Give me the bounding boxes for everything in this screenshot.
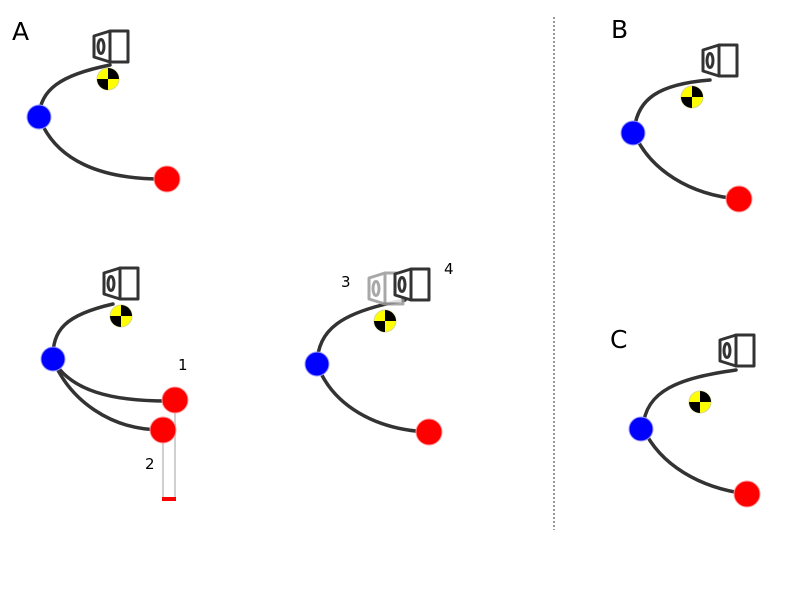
annotation-4: 4 [444, 260, 454, 278]
ground-marker [162, 497, 176, 501]
lower-rope-2 [51, 358, 164, 432]
end-ball [733, 480, 761, 508]
crash-target-icon [373, 309, 397, 333]
anchor-ball [628, 416, 654, 442]
camera-icon [102, 266, 140, 301]
panel-b [620, 43, 753, 213]
panel-label-c: C [610, 325, 627, 354]
panel-label-a: A [12, 17, 29, 46]
annotation-3: 3 [341, 273, 351, 291]
camera-icon [701, 43, 739, 78]
panel-a3: 3 4 [304, 260, 454, 446]
anchor-ball [26, 104, 52, 130]
end-ball [153, 165, 181, 193]
end-ball [725, 185, 753, 213]
crash-target-icon [688, 390, 712, 414]
annotation-2: 2 [145, 455, 155, 473]
panel-a2: 1 2 [40, 266, 189, 501]
panel-c [628, 333, 761, 508]
annotation-1: 1 [178, 356, 188, 374]
upper-rope [641, 368, 738, 430]
crash-target-icon [680, 85, 704, 109]
lower-rope [37, 115, 169, 181]
anchor-ball [304, 351, 330, 377]
lower-rope [632, 131, 741, 201]
lower-rope [315, 362, 431, 434]
anchor-ball [40, 346, 66, 372]
panel-label-b: B [611, 15, 628, 44]
crash-target-icon [109, 304, 133, 328]
upper-rope [315, 298, 407, 366]
lower-rope-1 [51, 358, 176, 403]
end-ball [415, 418, 443, 446]
end-ball-2 [149, 416, 177, 444]
end-ball-1 [161, 386, 189, 414]
anchor-ball [620, 120, 646, 146]
camera-icon [393, 267, 431, 302]
camera-icon [718, 333, 756, 368]
panel-a1 [26, 29, 181, 193]
lower-rope [641, 426, 749, 496]
camera-icon [92, 29, 130, 64]
crash-target-icon [96, 67, 120, 91]
